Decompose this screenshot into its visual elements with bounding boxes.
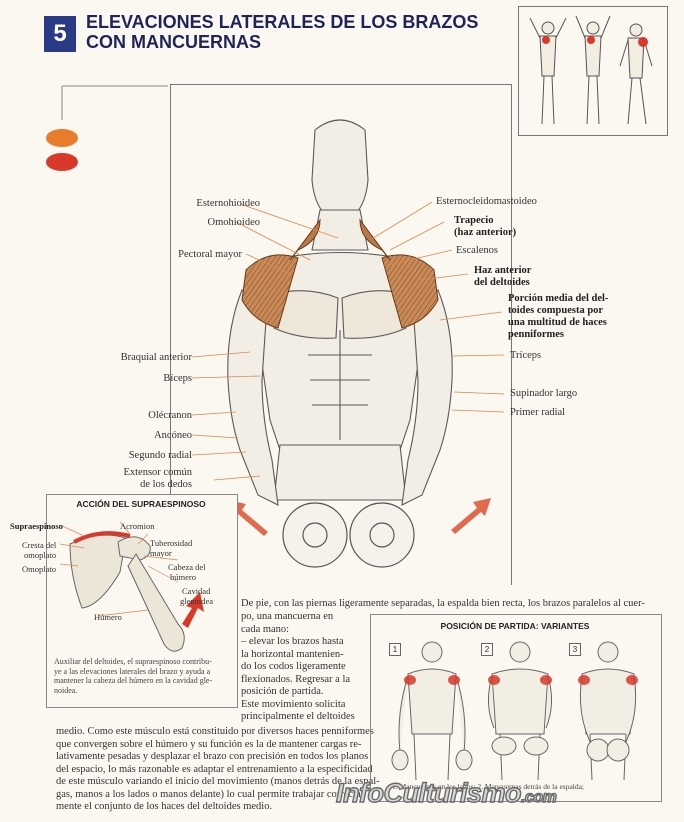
label-cabeza-del: Cabeza del xyxy=(168,562,206,572)
variants-caption: 1. Mancuernas en los lados; 2. Mancuerna… xyxy=(392,782,585,791)
label-supinador-largo: Supinador largo xyxy=(510,388,578,399)
label-haz-anterior: Haz anterior xyxy=(474,265,532,276)
body-text-narrow-column: po, una mancuerna en cada mano: – elevar… xyxy=(241,611,355,722)
label-humero: Húmero xyxy=(94,612,122,622)
label-escalenos: Escalenos xyxy=(456,245,498,256)
label-braquial-anterior: Braquial anterior xyxy=(120,352,192,363)
title-line-1: ELEVACIONES LATERALES DE LOS BRAZOS xyxy=(86,12,479,32)
label-omoplato: Omoplato xyxy=(22,564,56,574)
label-tuberosidad: Tuberosidad xyxy=(150,538,193,548)
label-primer-radial: Primer radial xyxy=(510,407,566,418)
label-de-los-dedos: de los dedos xyxy=(140,479,192,490)
label-glenoidea: glenoidea xyxy=(180,596,214,606)
label-acromion: Acromion xyxy=(120,521,155,531)
exercise-number-badge: 5 xyxy=(44,16,76,52)
label-triceps: Tríceps xyxy=(510,350,542,361)
primary-muscle-dot xyxy=(46,129,78,147)
right-motion-arrow xyxy=(451,498,491,534)
label-haz-anterior-trapecio: (haz anterior) xyxy=(454,227,517,238)
label-esternohioideo: Esternohioideo xyxy=(196,198,260,209)
label-biceps: Bíceps xyxy=(163,373,192,384)
variants-inset xyxy=(370,614,662,802)
label-omoplato-cresta: omoplato xyxy=(24,550,57,560)
label-esternocleidomastoideo: Esternocleidomastoideo xyxy=(436,196,537,207)
page-title: ELEVACIONES LATERALES DE LOS BRAZOS CON … xyxy=(86,12,478,52)
label-humero-cabeza: húmero xyxy=(170,572,196,582)
anatomy-figure xyxy=(191,119,505,568)
body-text-bottom: medio. Como este músculo está constituid… xyxy=(56,726,380,812)
supraspinatus-caption: Auxiliar del deltoides, el supraespinoso… xyxy=(54,657,213,695)
variant-number-3: 3 xyxy=(569,643,581,656)
main-figure-frame xyxy=(170,84,512,585)
label-porcion-media-2: toides compuesta por xyxy=(508,305,604,316)
label-porcion-media-4: penniformes xyxy=(508,329,564,340)
label-supraespinoso: Supraespinoso xyxy=(10,521,63,531)
label-porcion-media-1: Porción media del del- xyxy=(508,293,609,304)
label-olecranon: Olécranon xyxy=(148,410,192,421)
variants-inset-title: POSICIÓN DE PARTIDA: VARIANTES xyxy=(440,621,590,631)
shoulder-bone-illustration xyxy=(60,521,204,652)
body-text-intro: De pie, con las piernas ligeramente sepa… xyxy=(241,598,645,609)
label-omohioideo: Omohioideo xyxy=(207,217,261,228)
variant-figures xyxy=(391,641,638,780)
muscle-legend-dots xyxy=(46,85,168,171)
label-porcion-media-3: una multitud de haces xyxy=(508,317,607,328)
label-segundo-radial: Segundo radial xyxy=(128,450,192,461)
muscle-overview-thumbnail xyxy=(518,6,668,136)
title-line-2: CON MANCUERNAS xyxy=(86,32,261,52)
variant-number-2: 2 xyxy=(481,643,493,656)
label-pectoral-mayor: Pectoral mayor xyxy=(178,249,242,260)
label-mayor: mayor xyxy=(150,548,172,558)
secondary-muscle-dot xyxy=(46,153,78,171)
label-extensor-comun: Extensor común xyxy=(123,467,192,478)
left-motion-arrow xyxy=(228,500,268,536)
label-cavidad: Cavidad xyxy=(182,586,211,596)
supraspinatus-inset-title: ACCIÓN DEL SUPRAESPINOSO xyxy=(76,499,206,509)
infoculturismo-watermark: InfoCulturismo.com xyxy=(335,777,557,808)
label-anconeo: Ancóneo xyxy=(154,430,192,441)
label-trapecio: Trapecio xyxy=(454,215,494,226)
label-del-deltoides: del deltoides xyxy=(474,277,530,288)
variant-number-1: 1 xyxy=(389,643,401,656)
label-cresta-del: Cresta del xyxy=(22,540,57,550)
supraspinatus-inset xyxy=(46,494,238,708)
